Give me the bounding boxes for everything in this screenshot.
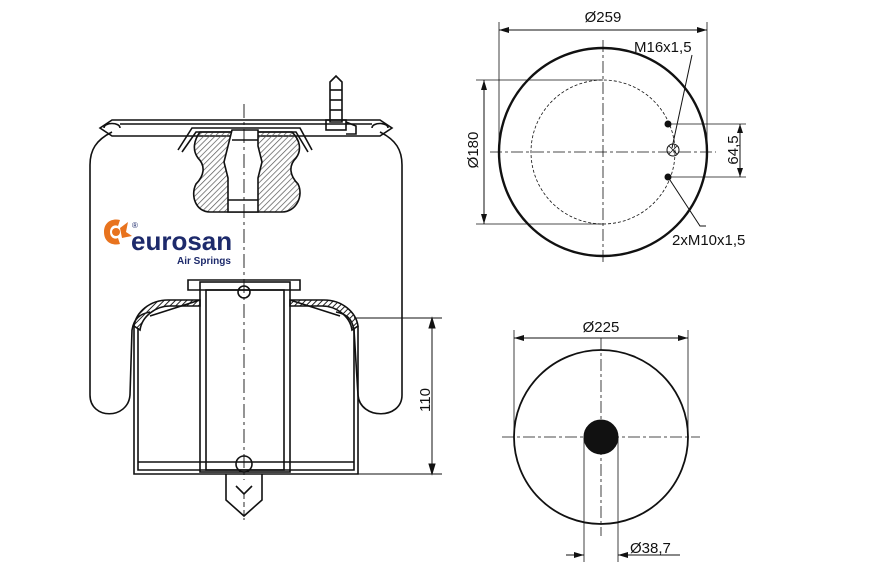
brand-tagline: Air Springs — [177, 256, 231, 267]
brand-logo: ® eurosan Air Springs — [104, 219, 232, 267]
piston-hole-diameter-label: Ø38,7 — [630, 540, 671, 557]
piston-body — [137, 328, 355, 471]
side-view — [89, 74, 403, 520]
side-threads-label: 2xM10x1,5 — [672, 232, 745, 249]
top-bead-plate — [98, 119, 394, 137]
mounting-stud — [329, 74, 343, 123]
top-plate-diameter-label: Ø259 — [585, 9, 622, 26]
brand-name: eurosan — [131, 226, 232, 256]
piston-diameter-label: Ø225 — [583, 319, 620, 336]
logo-mark-icon — [104, 219, 132, 245]
bolt-spacing-label: 64,5 — [725, 135, 742, 164]
piston-center-tube — [199, 281, 291, 473]
piston-center-hole — [583, 419, 619, 455]
bottom-fastener — [225, 474, 263, 518]
top-plate-view — [476, 22, 746, 264]
center-thread-label: M16x1,5 — [634, 39, 692, 56]
piston-bottom-view — [502, 330, 700, 562]
registered-mark: ® — [132, 221, 138, 230]
height-dimension — [354, 316, 442, 476]
top-plate-inner-diameter-label: Ø180 — [465, 132, 482, 169]
height-label: 110 — [417, 388, 434, 412]
